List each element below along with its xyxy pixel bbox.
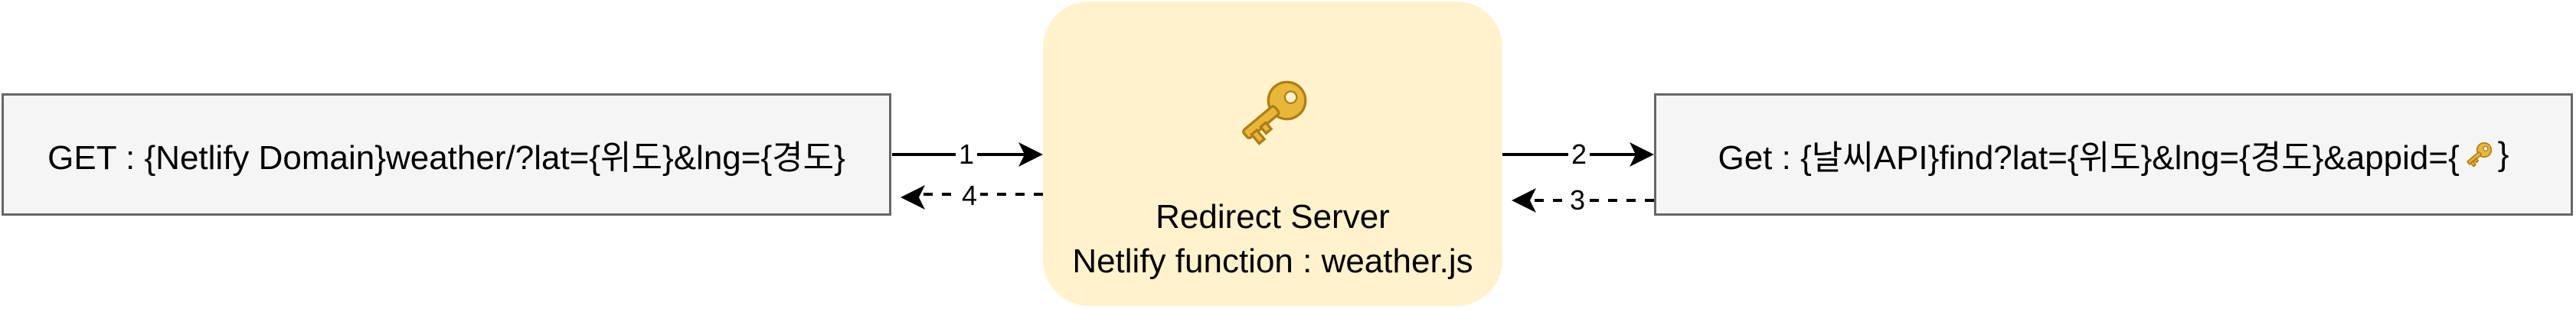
api-request-suffix: } [2497,135,2509,173]
edge-2-label: 2 [1568,139,1590,170]
client-request-box: GET : {Netlify Domain}weather/?lat={위도}&… [2,93,891,216]
edge-1-arrowhead [1018,142,1043,167]
edge-3-arrowhead [1512,188,1536,213]
edge-1-label: 1 [956,139,978,170]
weather-api-request-box: Get : {날씨API}find?lat={위도}&lng={경도}&appi… [1654,93,2573,216]
redirect-server-box [1043,2,1502,306]
server-subtitle: Netlify function : weather.js [1072,242,1473,280]
edge-4-arrowhead [901,185,925,210]
key-icon [2466,141,2492,168]
api-request-prefix: Get : {날씨API}find?lat={위도}&lng={경도}&appi… [1718,139,2460,177]
server-title: Redirect Server [1156,198,1390,236]
key-icon [1242,80,1307,145]
edge-4-label: 4 [959,181,981,211]
edge-3-label: 3 [1567,185,1589,216]
redirect-server-label: Redirect Server Netlify function : weath… [1043,195,1502,284]
client-request-label: GET : {Netlify Domain}weather/?lat={위도}&… [47,139,845,177]
edge-2-arrowhead [1630,142,1654,167]
